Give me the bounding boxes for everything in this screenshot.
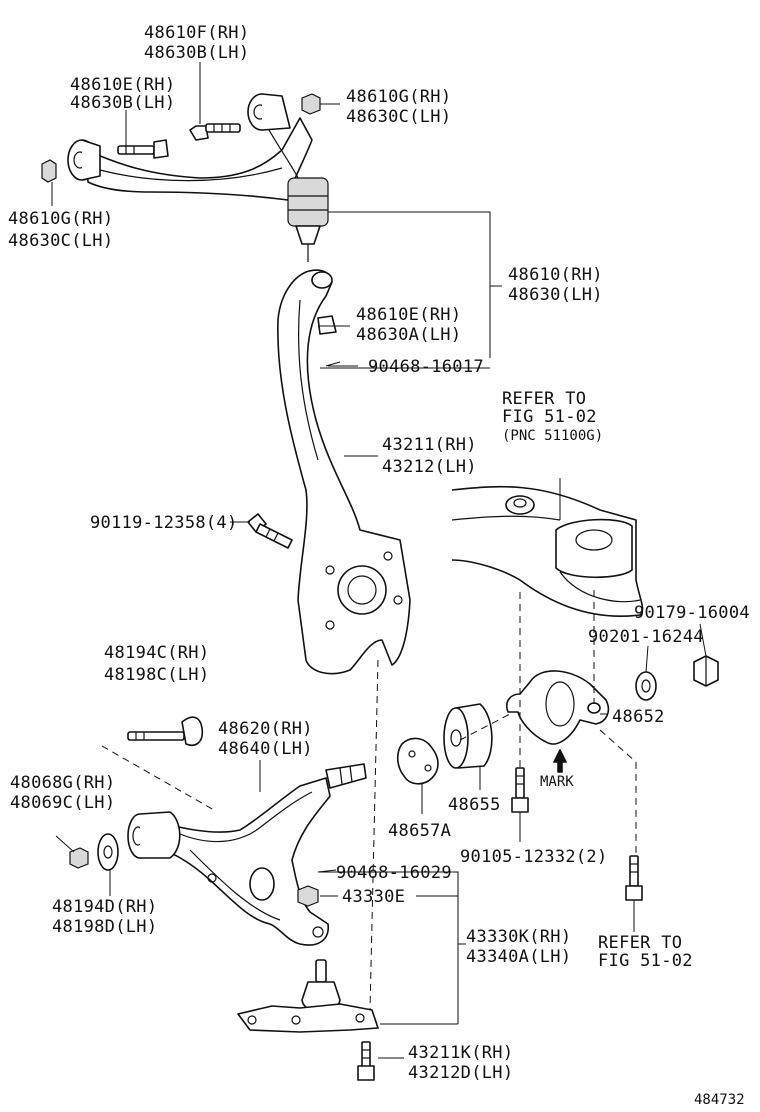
label-lower-arm-washer-lh: 48198D(LH) bbox=[52, 917, 157, 937]
label-bolt-90105: 90105-12332(2) bbox=[460, 847, 608, 867]
label-lower-arm-bolt-rh: 48194C(RH) bbox=[104, 643, 209, 663]
label-knuckle-lh: 43212(LH) bbox=[382, 457, 477, 477]
label-upper-arm-lh: 48630(LH) bbox=[508, 285, 603, 305]
knuckle-bolt bbox=[247, 513, 293, 549]
alignment-lines bbox=[101, 590, 637, 1011]
label-bracket-48652: 48652 bbox=[612, 707, 665, 727]
label-upper-arm-nut-rh: 48610E(RH) bbox=[356, 305, 461, 325]
bushing-48655 bbox=[443, 703, 493, 769]
label-upper-arm-bolt-rear-rh: 48610E(RH) bbox=[70, 75, 175, 95]
label-lower-arm-lh: 48640(LH) bbox=[218, 739, 313, 759]
label-ball-joint-bolt-lh: 43212D(LH) bbox=[408, 1063, 513, 1083]
label-upper-arm-nut-lh: 48630A(LH) bbox=[356, 325, 461, 345]
lower-arm-washer bbox=[97, 833, 119, 871]
upper-rear-bolt bbox=[117, 139, 169, 159]
label-refer-fig-2-line2: FIG 51-02 bbox=[598, 951, 693, 971]
label-lower-arm-nut-rh: 48068G(RH) bbox=[10, 773, 115, 793]
label-knuckle-rh: 43211(RH) bbox=[382, 435, 477, 455]
label-refer-fig-2-line1: REFER TO bbox=[598, 933, 682, 953]
label-knuckle-bolt: 90119-12358(4) bbox=[90, 513, 238, 533]
label-nut-43330E: 43330E bbox=[342, 887, 405, 907]
steering-knuckle bbox=[277, 269, 411, 675]
label-cotter-pin-lower: 90468-16029 bbox=[336, 863, 452, 883]
label-lower-arm-bolt-lh: 48198C(LH) bbox=[104, 665, 209, 685]
upper-nut-right bbox=[301, 93, 321, 115]
label-ball-joint-rh: 43330K(RH) bbox=[466, 927, 571, 947]
label-lower-arm-nut-lh: 48069C(LH) bbox=[10, 793, 115, 813]
label-upper-arm-bolt-front-lh: 48630B(LH) bbox=[144, 43, 249, 63]
label-refer-fig-1-line2: FIG 51-02 bbox=[502, 407, 597, 427]
label-bushing-48655: 48655 bbox=[448, 795, 501, 815]
label-lower-arm-rh: 48620(RH) bbox=[218, 719, 313, 739]
lower-arm-bolt bbox=[127, 716, 204, 746]
stopper-48657A bbox=[396, 737, 439, 785]
upper-control-arm bbox=[67, 93, 329, 262]
mark-arrow bbox=[553, 749, 567, 773]
label-upper-arm-rh: 48610(RH) bbox=[508, 265, 603, 285]
leader-lines bbox=[51, 62, 707, 1059]
label-refer-fig-1-line3: (PNC 51100G) bbox=[502, 428, 603, 444]
label-upper-arm-nut-right-lh: 48630C(LH) bbox=[346, 107, 451, 127]
label-nut-90179: 90179-16004 bbox=[634, 603, 750, 623]
label-mark: MARK bbox=[540, 774, 574, 790]
part-labels: 48610F(RH) 48630B(LH) 48610E(RH) 48630B(… bbox=[8, 23, 750, 1108]
lower-control-arm bbox=[127, 763, 367, 946]
lower-ball-joint bbox=[237, 959, 379, 1033]
label-upper-arm-bolt-front-rh: 48610F(RH) bbox=[144, 23, 249, 43]
subframe-reference bbox=[451, 485, 644, 618]
ball-joint-bolt bbox=[357, 1041, 375, 1081]
label-upper-arm-nut-right-rh: 48610G(RH) bbox=[346, 87, 451, 107]
label-ball-joint-lh: 43340A(LH) bbox=[466, 947, 571, 967]
label-refer-fig-1-line1: REFER TO bbox=[502, 389, 586, 409]
nut-43330E bbox=[297, 885, 319, 907]
label-upper-arm-nut-left-rh: 48610G(RH) bbox=[8, 209, 113, 229]
bolt-refer-fig bbox=[625, 855, 643, 901]
label-ball-joint-bolt-rh: 43211K(RH) bbox=[408, 1043, 513, 1063]
bracket-48652 bbox=[505, 670, 610, 745]
label-upper-arm-nut-left-lh: 48630C(LH) bbox=[8, 231, 113, 251]
label-lower-arm-washer-rh: 48194D(RH) bbox=[52, 897, 157, 917]
bolt-90105 bbox=[511, 767, 529, 813]
label-washer-90201: 90201-16244 bbox=[588, 627, 704, 647]
washer-90201 bbox=[635, 671, 657, 701]
lower-arm-nut bbox=[69, 847, 89, 869]
label-upper-arm-bolt-rear-lh: 48630B(LH) bbox=[70, 93, 175, 113]
label-stopper-48657A: 48657A bbox=[388, 821, 451, 841]
figure-number: 484732 bbox=[694, 1092, 745, 1108]
label-cotter-pin-upper: 90468-16017 bbox=[368, 357, 484, 377]
nut-90179 bbox=[693, 655, 719, 687]
upper-nut-left bbox=[41, 159, 57, 183]
upper-front-bolt bbox=[189, 123, 241, 141]
